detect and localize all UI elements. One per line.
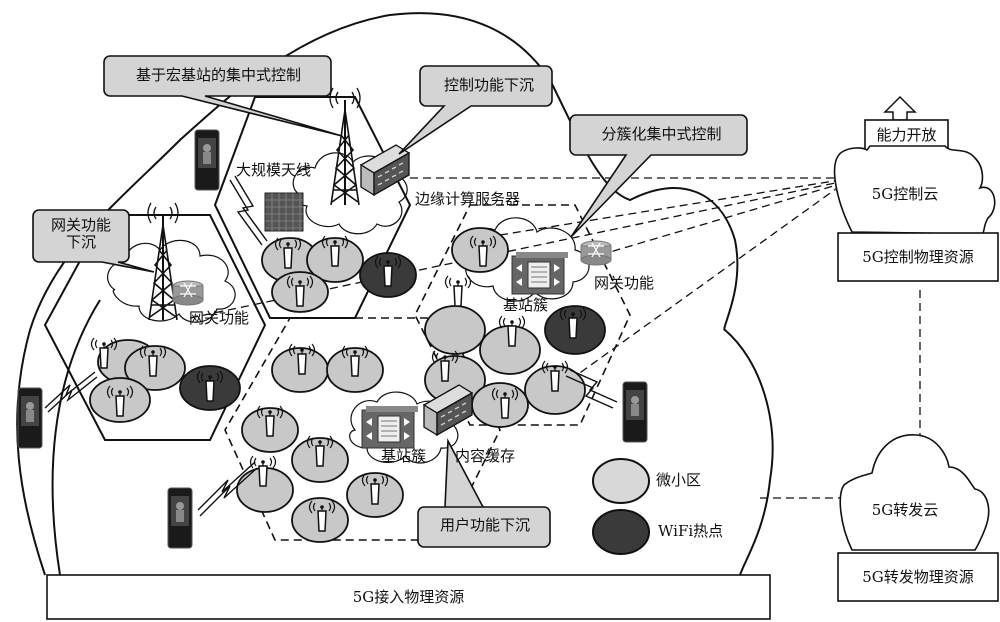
capability-open-arrow: [883, 95, 917, 121]
forwarding-cloud-shape: [839, 434, 990, 551]
phone-bottom: [167, 487, 193, 549]
router-left: [172, 280, 204, 306]
label-edge-server: 边缘计算服务器: [415, 190, 521, 208]
control-cloud-label: 5G控制云: [871, 185, 939, 203]
callout-gateway-sink-line1: 网关功能: [50, 216, 111, 234]
callout-user-function-sink: 用户功能下沉: [439, 516, 530, 534]
access-resources-box: [46, 574, 771, 620]
router-right: [580, 240, 612, 266]
callout-shapes: [32, 55, 748, 548]
cloud-left: [107, 239, 236, 323]
forwarding-resources-label: 5G转发物理资源: [862, 568, 974, 586]
callout-macro-central-control: 基于宏基站的集中式控制: [135, 66, 301, 84]
bs-cluster-lower-box: [361, 405, 419, 449]
phone-top: [194, 129, 220, 191]
access-resources-label: 5G接入物理资源: [352, 588, 465, 606]
control-resources-label: 5G控制物理资源: [862, 248, 974, 266]
macro-tower-left: [147, 202, 179, 321]
label-gateway-right: 网关功能: [594, 274, 655, 292]
callout-gateway-sink: 网关功能 下沉: [33, 216, 129, 252]
callout-gateway-sink-line2: 下沉: [65, 233, 96, 252]
label-gateway-left: 网关功能: [189, 309, 250, 327]
legend-small-cell-swatch: [592, 458, 650, 504]
legend-wifi-swatch: [592, 509, 650, 555]
massive-mimo-panel: [264, 192, 304, 232]
label-bs-cluster-upper: 基站簇: [503, 296, 549, 314]
control-cloud-shape: [833, 145, 996, 235]
cloud-top: [292, 152, 408, 235]
phone-left: [17, 387, 43, 449]
hex-cluster-right: [414, 204, 631, 426]
callout-cluster-central-control: 分簇化集中式控制: [601, 125, 722, 143]
cloud-cluster-bottom: [349, 391, 459, 464]
bs-cluster-upper-box: [511, 251, 569, 295]
callout-control-sink: 控制功能下沉: [443, 76, 534, 94]
legend-wifi-label: WiFi热点: [658, 522, 724, 540]
legend-small-cell-label: 微小区: [656, 471, 702, 489]
forwarding-resources-box: [837, 552, 999, 602]
capability-open-label: 能力开放: [876, 126, 937, 144]
phone-right: [622, 381, 648, 443]
hex-macro-left: [43, 214, 267, 441]
access-cloud-inner-arc: [51, 299, 101, 576]
hex-cluster-bottom: [224, 317, 501, 541]
macro-tower-top: [329, 87, 361, 206]
forwarding-cloud-label: 5G转发云: [871, 501, 939, 519]
label-bs-cluster-lower: 基站簇: [381, 447, 427, 465]
control-resources-box: [837, 232, 999, 282]
label-massive-mimo: 大规模天线: [236, 161, 312, 179]
wireless-links: [44, 175, 618, 517]
label-content-cache: 内容缓存: [455, 447, 516, 465]
